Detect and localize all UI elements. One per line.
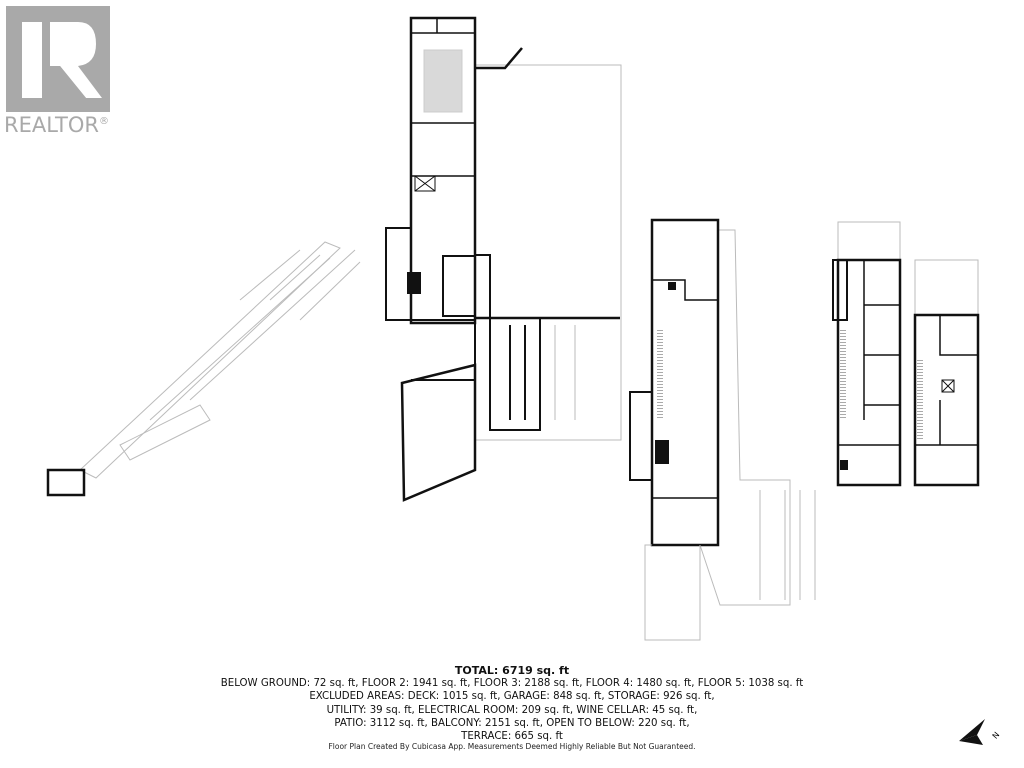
area-line: TERRACE: 665 sq. ft <box>461 731 563 743</box>
area-line: PATIO: 3112 sq. ft, BALCONY: 2151 sq. ft… <box>334 717 690 729</box>
floor-5-plan <box>913 259 980 487</box>
floor-4-plan <box>832 221 902 487</box>
floor-3-plan <box>629 218 816 641</box>
area-line: UTILITY: 39 sq. ft, ELECTRICAL ROOM: 209… <box>326 704 698 716</box>
total-area: TOTAL: 6719 sq. ft <box>454 664 570 677</box>
realtor-logo-text: REALTOR® <box>4 113 109 137</box>
north-arrow-icon: N <box>955 715 1005 750</box>
floor-plan-drawing <box>46 16 980 641</box>
area-line: EXCLUDED AREAS: DECK: 1015 sq. ft, GARAG… <box>309 691 715 703</box>
disclaimer: Floor Plan Created By Cubicasa App. Meas… <box>328 742 696 751</box>
area-summary: TOTAL: 6719 sq. ft BELOW GROUND: 72 sq. … <box>0 664 1024 743</box>
floor-2-plan <box>385 16 622 502</box>
floor-1-plan <box>46 241 361 497</box>
area-line: BELOW GROUND: 72 sq. ft, FLOOR 2: 1941 s… <box>220 678 804 690</box>
realtor-logo-mark <box>6 6 110 112</box>
realtor-logo <box>6 6 110 138</box>
